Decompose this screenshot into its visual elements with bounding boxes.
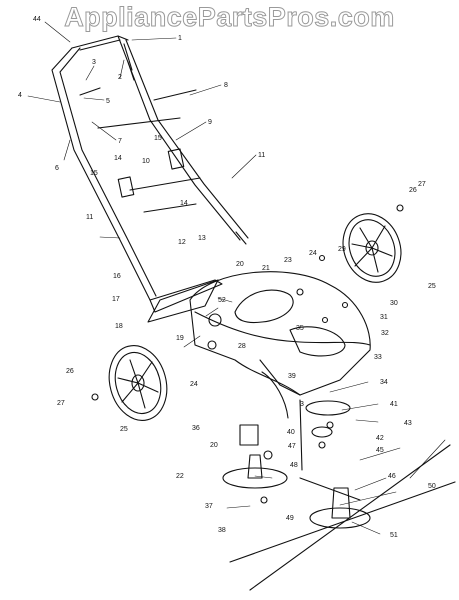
part-label: 5 [106, 98, 110, 105]
part-label: 16 [113, 273, 121, 280]
part-label: 20 [236, 261, 244, 268]
part-label: 3 [300, 401, 304, 408]
wheel-left [108, 345, 168, 421]
part-label: 10 [142, 158, 150, 165]
part-label: 34 [380, 379, 388, 386]
wheel-right [342, 213, 402, 283]
part-label: 21 [262, 265, 270, 272]
part-label: 6 [55, 165, 59, 172]
part-label: 2 [118, 74, 122, 81]
part-label: 33 [374, 354, 382, 361]
part-label: 29 [338, 246, 346, 253]
part-label: 13 [198, 235, 206, 242]
part-label: 11 [86, 214, 93, 221]
part-label: 40 [287, 429, 295, 436]
part-label: 27 [57, 400, 65, 407]
part-label: 20 [210, 442, 218, 449]
part-label: 23 [284, 257, 292, 264]
part-label: 37 [205, 503, 213, 510]
part-label: 46 [388, 473, 396, 480]
part-label: 31 [380, 314, 388, 321]
part-label: 17 [112, 296, 120, 303]
part-label: 36 [192, 425, 200, 432]
part-label: 27 [418, 181, 426, 188]
part-label: 26 [409, 187, 417, 194]
part-labels: 44 1 2 3 4 5 6 7 8 9 10 11 11 12 13 14 1… [18, 16, 436, 539]
part-label: 49 [286, 515, 294, 522]
part-label: 14 [180, 200, 188, 207]
hardware [91, 204, 404, 504]
part-label: 30 [390, 300, 398, 307]
part-label: 39 [288, 373, 296, 380]
mower-deck [189, 271, 371, 396]
part-label: 19 [176, 335, 184, 342]
part-label: 9 [208, 119, 212, 126]
part-label: 11 [258, 152, 265, 159]
part-label: 44 [33, 16, 41, 23]
handle-assembly [51, 35, 249, 301]
part-label: 50 [428, 483, 436, 490]
part-label: 42 [376, 435, 384, 442]
part-label: 47 [288, 443, 296, 450]
part-label: 45 [376, 447, 384, 454]
part-label: 24 [190, 381, 198, 388]
watermark: AppliancePartsPros.com [64, 2, 395, 33]
part-label: 3 [92, 59, 96, 66]
part-label: 7 [118, 138, 122, 145]
part-label: 26 [66, 368, 74, 375]
part-label: 15 [154, 135, 162, 142]
part-label: 4 [18, 92, 22, 99]
part-label: 1 [178, 35, 182, 42]
part-label: 15 [90, 170, 98, 177]
part-label: 52 [218, 297, 226, 304]
part-label: 41 [390, 401, 398, 408]
part-label: 14 [114, 155, 122, 162]
part-label: 18 [115, 323, 123, 330]
leader-lines [27, 21, 446, 535]
part-label: 8 [224, 82, 228, 89]
part-label: 48 [290, 462, 298, 469]
part-label: 35 [296, 325, 304, 332]
rod [153, 89, 197, 101]
part-label: 51 [390, 532, 398, 539]
part-label: 25 [428, 283, 436, 290]
part-label: 24 [309, 250, 317, 257]
part-label: 28 [238, 343, 246, 350]
part-label: 32 [381, 330, 389, 337]
part-label: 38 [218, 527, 226, 534]
part-label: 43 [404, 420, 412, 427]
part-label: 12 [178, 239, 186, 246]
part-label: 22 [176, 473, 184, 480]
part-label: 25 [120, 426, 128, 433]
trimmer-head-parts [222, 371, 456, 591]
